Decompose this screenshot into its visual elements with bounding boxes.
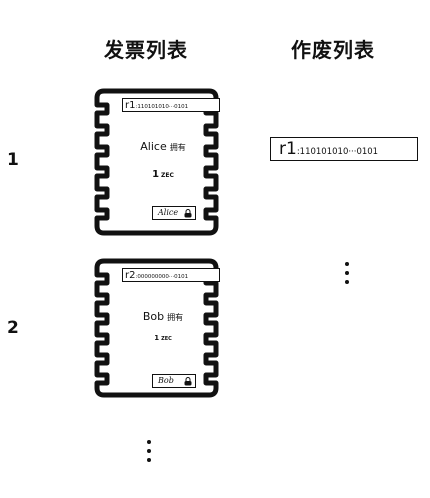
owner-name: Bob [142,310,165,323]
serial-digits: :110101010···0101 [296,147,379,157]
serial-number-box: r2:000000000···0101 [122,268,220,282]
amount-value: 1 [152,169,160,180]
owner-suffix: 拥有 [169,143,186,152]
note-card-1 [94,88,219,236]
serial-number-box: r1:110101010···0101 [122,98,220,112]
serial-digits: :110101010···0101 [135,104,189,110]
signature-text: Bob [158,376,174,385]
serial-tag: r1 [279,139,297,159]
owner-suffix: 拥有 [167,313,184,322]
amount-value: 1 [154,334,160,342]
amount-unit: ZEC [161,172,174,179]
serial-tag: r1 [125,100,136,111]
row-number-2: 2 [7,318,19,338]
owner-name: Alice [140,140,167,153]
lock-icon [184,209,192,218]
void-list-header: 作废列表 [291,38,375,62]
serial-digits: :000000000···0101 [135,274,189,280]
void-list-entry: r1:110101010···0101 [270,137,418,161]
signature-box: Alice [152,206,196,220]
amount-unit: ZEC [161,336,172,342]
vertical-ellipsis-icon [345,262,351,289]
invoice-list-header: 发票列表 [104,38,188,62]
row-number-1: 1 [7,150,19,170]
vertical-ellipsis-icon [147,440,153,467]
note-card-2 [94,258,219,398]
signature-box: Bob [152,374,196,388]
signature-text: Alice [158,208,179,217]
lock-icon [184,377,192,386]
serial-tag: r2 [125,270,136,281]
